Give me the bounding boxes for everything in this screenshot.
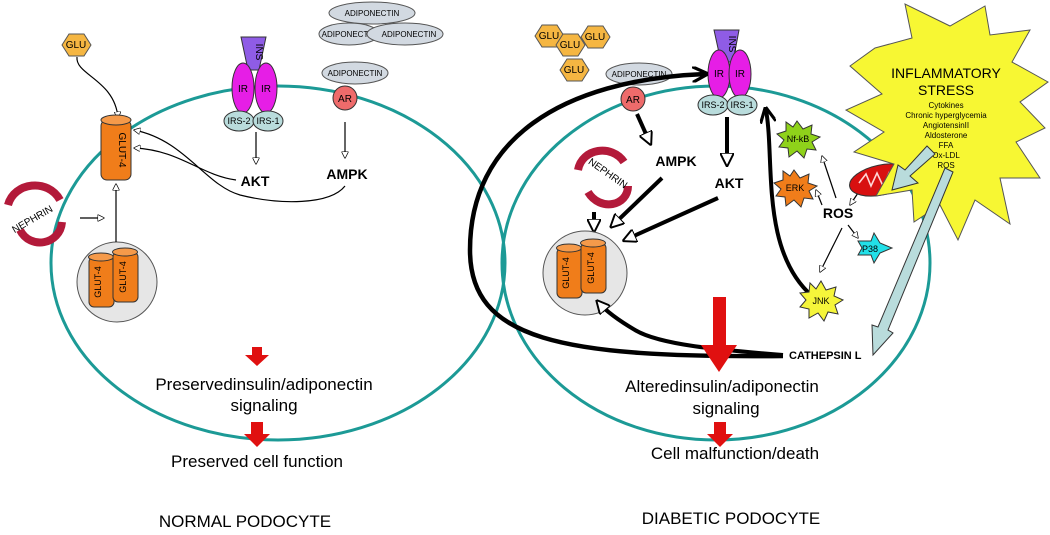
svg-text:P38: P38: [862, 244, 878, 254]
svg-text:INS: INS: [726, 36, 737, 53]
cathepsin-to-vesicle: [598, 302, 784, 357]
normal-ar-label: AR: [338, 94, 352, 105]
svg-text:GLU: GLU: [560, 40, 581, 51]
diabetic-ar-to-ampk: [635, 113, 650, 143]
normal-akt: AKT: [241, 173, 270, 189]
diabetic-akt: AKT: [715, 175, 744, 191]
normal-ir-right: IR: [261, 84, 271, 95]
stress-title-2: STRESS: [918, 82, 974, 98]
diabetic-nephrin: NEPHRIN: [574, 146, 632, 209]
ros-to-p38: [847, 224, 858, 238]
diabetic-glu-cluster: GLU GLU GLU GLU: [534, 24, 611, 82]
diabetic-podocyte: GLU GLU GLU GLU ADIPONECTIN AR INS IR IR…: [467, 24, 932, 528]
normal-outcome-line3: Preserved cell function: [171, 452, 343, 471]
normal-adiponectin-receptor: [332, 85, 358, 111]
stress-title-1: INFLAMMATORY: [891, 65, 1001, 81]
p38-node: P38: [857, 231, 894, 265]
svg-text:JNK: JNK: [812, 296, 829, 306]
svg-text:GLU: GLU: [539, 31, 560, 42]
cathepsin-to-ir: [467, 74, 784, 359]
normal-irs2: IRS-2: [227, 116, 250, 126]
normal-insulin-receptor: INS IR IR IRS-2 IRS-1: [223, 36, 284, 132]
diabetic-akt-to-vesicle: [625, 196, 719, 240]
stress-items: Cytokines Chronic hyperglycemia Angioten…: [905, 101, 987, 170]
normal-ins-label: INS: [253, 44, 264, 61]
diabetic-glut4-vesicle: GLUT-4 GLUT-4: [542, 230, 628, 316]
svg-text:ADIPONECTIN: ADIPONECTIN: [345, 9, 400, 18]
svg-text:GLU: GLU: [585, 32, 606, 43]
stress-item: Cytokines: [928, 101, 963, 110]
diabetic-red-arrow-1: [701, 297, 737, 372]
svg-text:Nf-kB: Nf-kB: [787, 134, 810, 144]
nfkb-node: Nf-kB: [776, 120, 822, 159]
normal-adiponectin-bound: [321, 61, 389, 85]
diabetic-outcome-line1: Alteredinsulin/adiponectin: [625, 377, 819, 396]
normal-glut4-membrane: GLUT-4: [100, 114, 132, 181]
svg-text:ADIPONECTIN: ADIPONECTIN: [322, 30, 377, 39]
normal-red-arrow-1: [245, 347, 269, 366]
svg-text:IR: IR: [735, 69, 745, 80]
svg-text:GLUT-4: GLUT-4: [118, 261, 128, 293]
ros-to-nfkb: [822, 156, 837, 199]
normal-glut4-vesicle: GLUT-4 GLUT-4: [76, 241, 158, 323]
svg-text:GLU: GLU: [564, 65, 585, 76]
diabetic-outcome-line3: Cell malfunction/death: [651, 444, 819, 463]
inflammatory-stress: INFLAMMATORY STRESS Cytokines Chronic hy…: [844, 3, 1049, 357]
normal-red-arrow-2: [244, 422, 270, 447]
svg-text:ADIPONECTIN: ADIPONECTIN: [382, 30, 437, 39]
ros-to-jnk: [820, 227, 843, 272]
normal-ampk: AMPK: [326, 166, 367, 182]
normal-nephrin: NEPHRIN: [4, 181, 66, 247]
diabetic-red-arrow-2: [707, 422, 733, 447]
stress-item: Ox-LDL: [932, 151, 960, 160]
diabetic-ar-label: AR: [626, 95, 640, 106]
normal-adiponectin-bound-label: ADIPONECTIN: [328, 69, 383, 78]
normal-glu-label: GLU: [66, 40, 87, 51]
stress-item: Aldosterone: [925, 131, 968, 140]
stress-to-cathepsin-arrow: [871, 167, 954, 357]
normal-glu: GLU: [61, 33, 92, 57]
stress-to-mito-arrow: [891, 145, 936, 191]
svg-text:GLUT-4: GLUT-4: [561, 257, 571, 289]
normal-ir-left: IR: [238, 84, 248, 95]
normal-glu-arrow: [76, 56, 118, 118]
diabetic-adiponectin-receptor: [620, 86, 646, 112]
normal-adiponectin-cluster: ADIPONECTIN ADIPONECTIN ADIPONECTIN: [318, 1, 444, 46]
jnk-node: JNK: [799, 280, 845, 322]
diabetic-ampk: AMPK: [655, 153, 696, 169]
svg-text:IRS-1: IRS-1: [730, 100, 753, 110]
svg-text:IR: IR: [714, 69, 724, 80]
svg-text:ERK: ERK: [786, 183, 805, 193]
diabetic-ampk-to-vesicle: [612, 176, 664, 226]
diabetic-caption: DIABETIC PODOCYTE: [642, 509, 821, 528]
stress-item: FFA: [939, 141, 954, 150]
diabetic-ros: ROS: [823, 205, 853, 221]
svg-text:GLUT-4: GLUT-4: [586, 252, 596, 284]
normal-akt-to-glut4: [134, 148, 237, 181]
normal-irs1: IRS-1: [256, 116, 279, 126]
diabetic-insulin-receptor: INS IR IR IRS-2 IRS-1: [697, 29, 758, 116]
normal-caption: NORMAL PODOCYTE: [159, 512, 331, 531]
stress-item: Chronic hyperglycemia: [905, 111, 987, 120]
normal-podocyte: GLU GLUT-4 AKT AMPK INS IR IR IRS-2 IRS-…: [4, 1, 507, 531]
normal-nephrin-label: NEPHRIN: [11, 204, 55, 236]
jnk-to-irs1: [766, 110, 814, 298]
svg-text:GLUT-4: GLUT-4: [93, 266, 103, 298]
diabetic-adiponectin-label: ADIPONECTIN: [612, 70, 667, 79]
normal-outcome-line2: signaling: [230, 396, 297, 415]
stress-item: AngiotensinII: [923, 121, 969, 130]
normal-ampk-to-glut4: [134, 130, 346, 203]
diabetic-cathepsin: CATHEPSIN L: [789, 350, 862, 362]
diabetic-outcome-line2: signaling: [692, 399, 759, 418]
ros-to-erk: [816, 190, 823, 206]
erk-node: ERK: [773, 169, 819, 208]
normal-cell-membrane: [49, 84, 507, 442]
normal-glut4-label: GLUT-4: [116, 132, 127, 167]
normal-outcome-line1: Preservedinsulin/adiponectin: [155, 375, 372, 394]
stress-item: ROS: [937, 161, 954, 170]
svg-text:IRS-2: IRS-2: [701, 100, 724, 110]
